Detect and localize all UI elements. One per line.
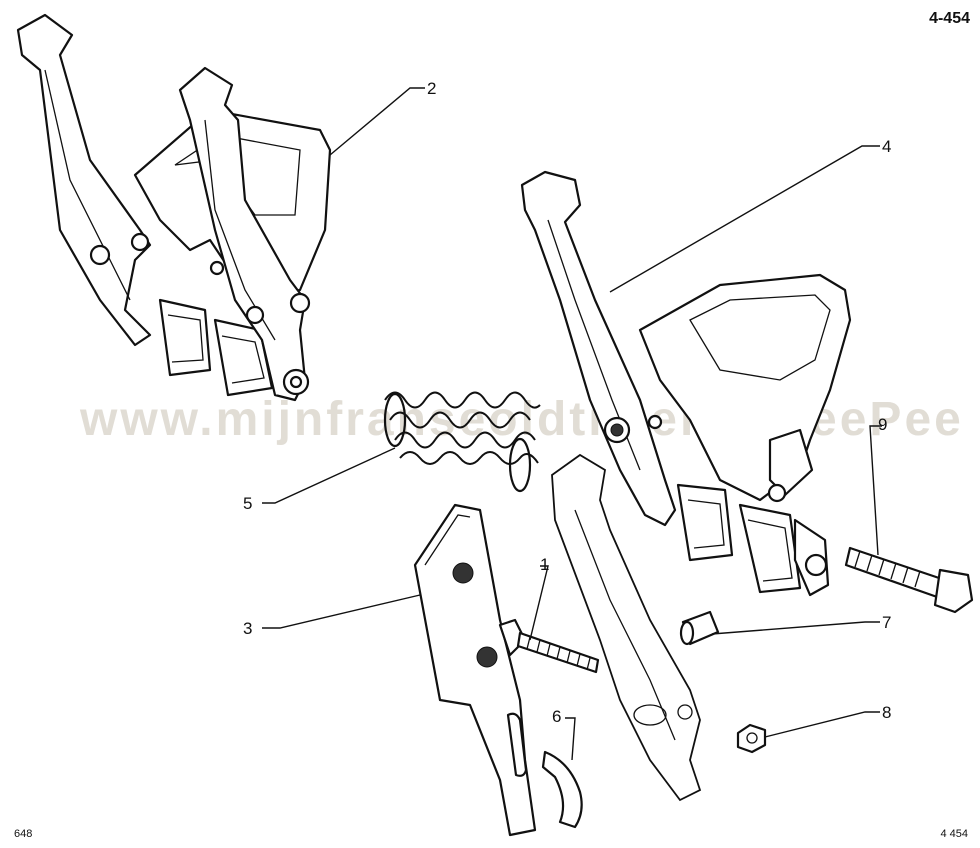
pedal-assembly-2	[16, 13, 332, 402]
bolt-1	[498, 618, 600, 674]
pedal-outline-ghost	[551, 453, 702, 802]
leader-6	[565, 717, 576, 761]
spring-5	[383, 391, 541, 493]
leader-4	[609, 145, 880, 293]
callout-8: 8	[882, 703, 891, 722]
plate-3	[413, 503, 537, 837]
drawing-code-bottom-left: 648	[14, 828, 33, 840]
callout-1: 1	[540, 555, 549, 574]
leader-9	[869, 425, 882, 556]
leader-2	[329, 87, 425, 156]
callout-5: 5	[243, 494, 252, 513]
callout-3: 3	[243, 619, 252, 638]
pedal-assembly-4	[520, 170, 852, 597]
leader-1	[529, 565, 549, 641]
leader-8	[764, 711, 880, 738]
drawing-reference-top: 4-454	[929, 10, 970, 27]
drawing-reference-bottom-right: 4 454	[940, 828, 968, 840]
nut-8	[736, 723, 767, 754]
bush-7	[679, 610, 720, 646]
callout-6: 6	[552, 707, 561, 726]
leader-5	[262, 447, 396, 504]
leader-3	[262, 594, 421, 629]
callout-4: 4	[882, 137, 891, 156]
clip-6	[541, 750, 583, 829]
callout-7: 7	[882, 613, 891, 632]
callout-9: 9	[878, 415, 887, 434]
leader-7	[711, 621, 880, 635]
callout-2: 2	[427, 79, 436, 98]
bolt-9	[844, 546, 974, 614]
callout-leaders	[262, 87, 882, 761]
